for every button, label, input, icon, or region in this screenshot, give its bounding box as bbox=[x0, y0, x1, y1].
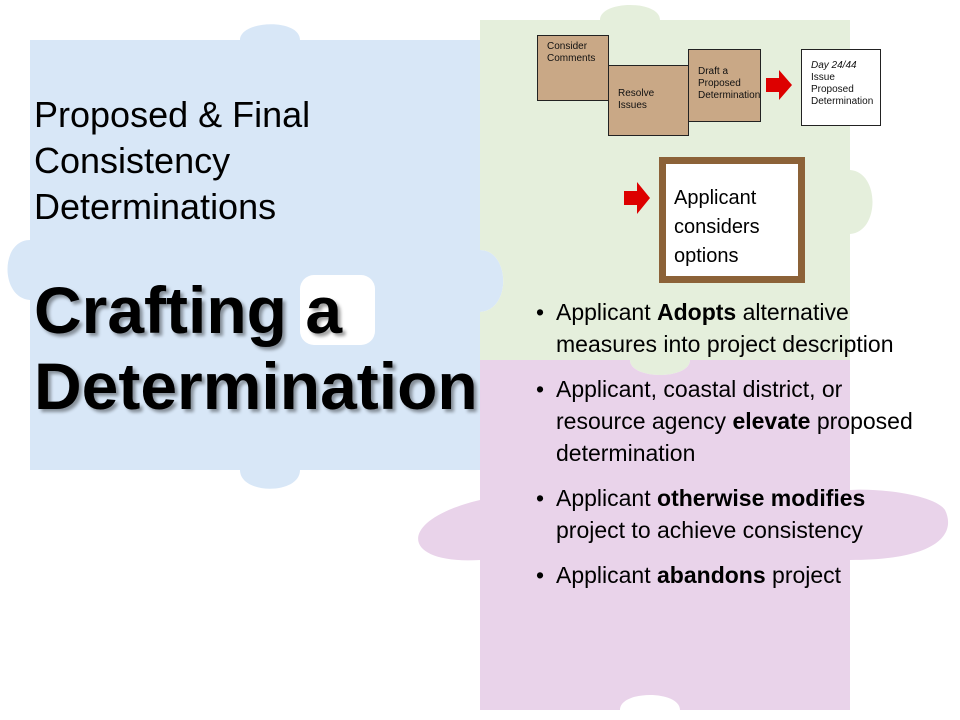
bullet-text-prefix: Applicant bbox=[556, 485, 658, 511]
step-consider-comments: Consider Comments bbox=[537, 35, 609, 101]
bullet-dot: • bbox=[536, 299, 545, 325]
subtitle-line: Determinations bbox=[34, 186, 277, 227]
arrow-right-icon bbox=[766, 70, 792, 100]
step-label-line: Issue bbox=[811, 72, 835, 83]
list-item: • Applicant, coastal district, or resour… bbox=[536, 373, 936, 469]
bullet-text-emphasis: abandons bbox=[657, 562, 766, 588]
puzzle-notch bbox=[300, 275, 375, 345]
step-label-line: Draft a bbox=[698, 66, 729, 77]
subtitle-line: Proposed & Final bbox=[34, 94, 311, 135]
bullet-text-emphasis: otherwise modifies bbox=[657, 485, 866, 511]
bullet-text-suffix: project bbox=[765, 562, 842, 588]
puzzle-piece-blue bbox=[7, 24, 504, 489]
step-label-line: Determination bbox=[811, 96, 874, 107]
step-label-line: Day 24/44 bbox=[811, 60, 857, 71]
step-label-line: Issues bbox=[618, 100, 647, 111]
list-item: • Applicant otherwise modifies project t… bbox=[536, 482, 936, 546]
options-bullet-list: • Applicant Adopts alternative measures … bbox=[536, 296, 936, 604]
puzzle-piece-pink bbox=[418, 360, 949, 710]
step-label-line: Comments bbox=[547, 53, 596, 64]
slide-title: Crafting a Determination bbox=[34, 272, 494, 424]
applicant-options-box: Applicant considers options bbox=[659, 157, 805, 283]
bullet-text-prefix: Applicant bbox=[556, 299, 658, 325]
title-line: Crafting a bbox=[34, 273, 343, 347]
step-label-line: Proposed bbox=[811, 84, 854, 95]
bullet-text-prefix: Applicant bbox=[556, 562, 658, 588]
options-line: options bbox=[674, 245, 739, 267]
bullet-dot: • bbox=[536, 562, 545, 588]
step-draft-determination: Draft a Proposed Determination bbox=[688, 49, 761, 122]
bullet-text-prefix: Applicant, coastal district, or resource… bbox=[556, 376, 843, 434]
bullet-text-emphasis: Adopts bbox=[657, 299, 737, 325]
step-resolve-issues: Resolve Issues bbox=[608, 65, 689, 136]
arrow-right-icon bbox=[624, 182, 650, 214]
step-label-line: Determination bbox=[698, 90, 761, 101]
bullet-text-suffix: proposed determination bbox=[556, 408, 913, 466]
step-label-line: Proposed bbox=[698, 78, 741, 89]
step-issue-determination: Day 24/44 Issue Proposed Determination bbox=[801, 49, 881, 126]
step-label-line: Consider bbox=[547, 41, 588, 52]
list-item: • Applicant abandons project bbox=[536, 559, 936, 591]
options-line: considers bbox=[674, 216, 760, 238]
bullet-dot: • bbox=[536, 376, 545, 402]
options-line: Applicant bbox=[674, 187, 757, 209]
bullet-text-suffix: alternative measures into project descri… bbox=[556, 299, 894, 357]
bullet-text-suffix: project to achieve consistency bbox=[556, 517, 863, 543]
step-label-line: Resolve bbox=[618, 88, 655, 99]
title-line: Determination bbox=[34, 349, 478, 423]
slide-subtitle: Proposed & Final Consistency Determinati… bbox=[34, 92, 454, 230]
bullet-text-emphasis: elevate bbox=[732, 408, 811, 434]
bullet-dot: • bbox=[536, 485, 545, 511]
list-item: • Applicant Adopts alternative measures … bbox=[536, 296, 936, 360]
subtitle-line: Consistency bbox=[34, 140, 231, 181]
